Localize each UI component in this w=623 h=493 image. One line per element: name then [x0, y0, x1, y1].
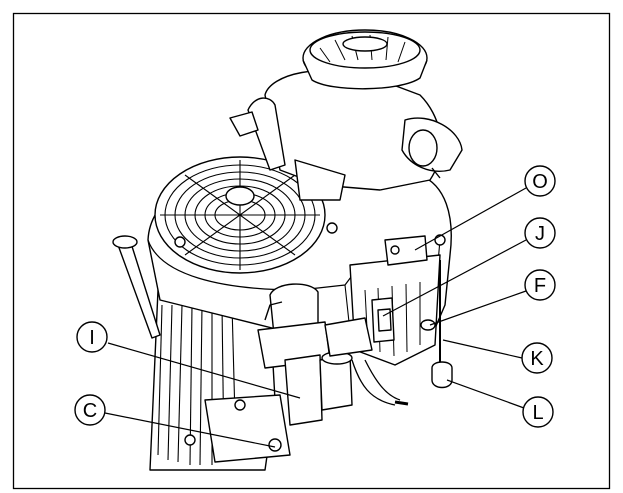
callout-k-label: K	[530, 348, 544, 370]
starter-motor	[284, 354, 323, 426]
callout-j: J	[524, 217, 556, 249]
air-cleaner-body	[264, 69, 442, 191]
engine-drawing	[112, 29, 463, 471]
leader-c	[104, 412, 276, 448]
leader-i	[107, 342, 301, 399]
callout-c: C	[74, 394, 106, 426]
callout-o-label: O	[532, 171, 548, 193]
callout-k: K	[521, 342, 553, 374]
fuel-fitting	[420, 319, 436, 331]
leader-l	[446, 379, 525, 409]
callout-l-label: L	[532, 402, 543, 424]
label-plate	[384, 235, 428, 266]
callout-f-label: F	[534, 275, 546, 297]
leader-lines	[104, 187, 527, 448]
intake-neck	[294, 159, 346, 201]
callout-i-label: I	[89, 327, 95, 349]
leader-j	[382, 239, 527, 317]
wire-harness	[351, 359, 396, 406]
leader-o	[414, 187, 527, 251]
solenoid	[324, 317, 373, 357]
air-intake	[247, 97, 286, 171]
callout-i: I	[76, 321, 108, 353]
lower-housing	[204, 394, 291, 463]
fan-hub	[225, 186, 255, 206]
dipstick-cap	[112, 235, 138, 249]
callout-c-label: C	[83, 400, 97, 422]
callout-j-label: J	[535, 223, 545, 245]
callout-o: O	[524, 165, 556, 197]
callout-f: F	[524, 269, 556, 301]
drain-plug	[431, 361, 453, 389]
leader-f	[429, 290, 527, 326]
callout-l: L	[522, 396, 554, 428]
leader-k	[442, 339, 523, 359]
figure-frame	[12, 12, 611, 490]
